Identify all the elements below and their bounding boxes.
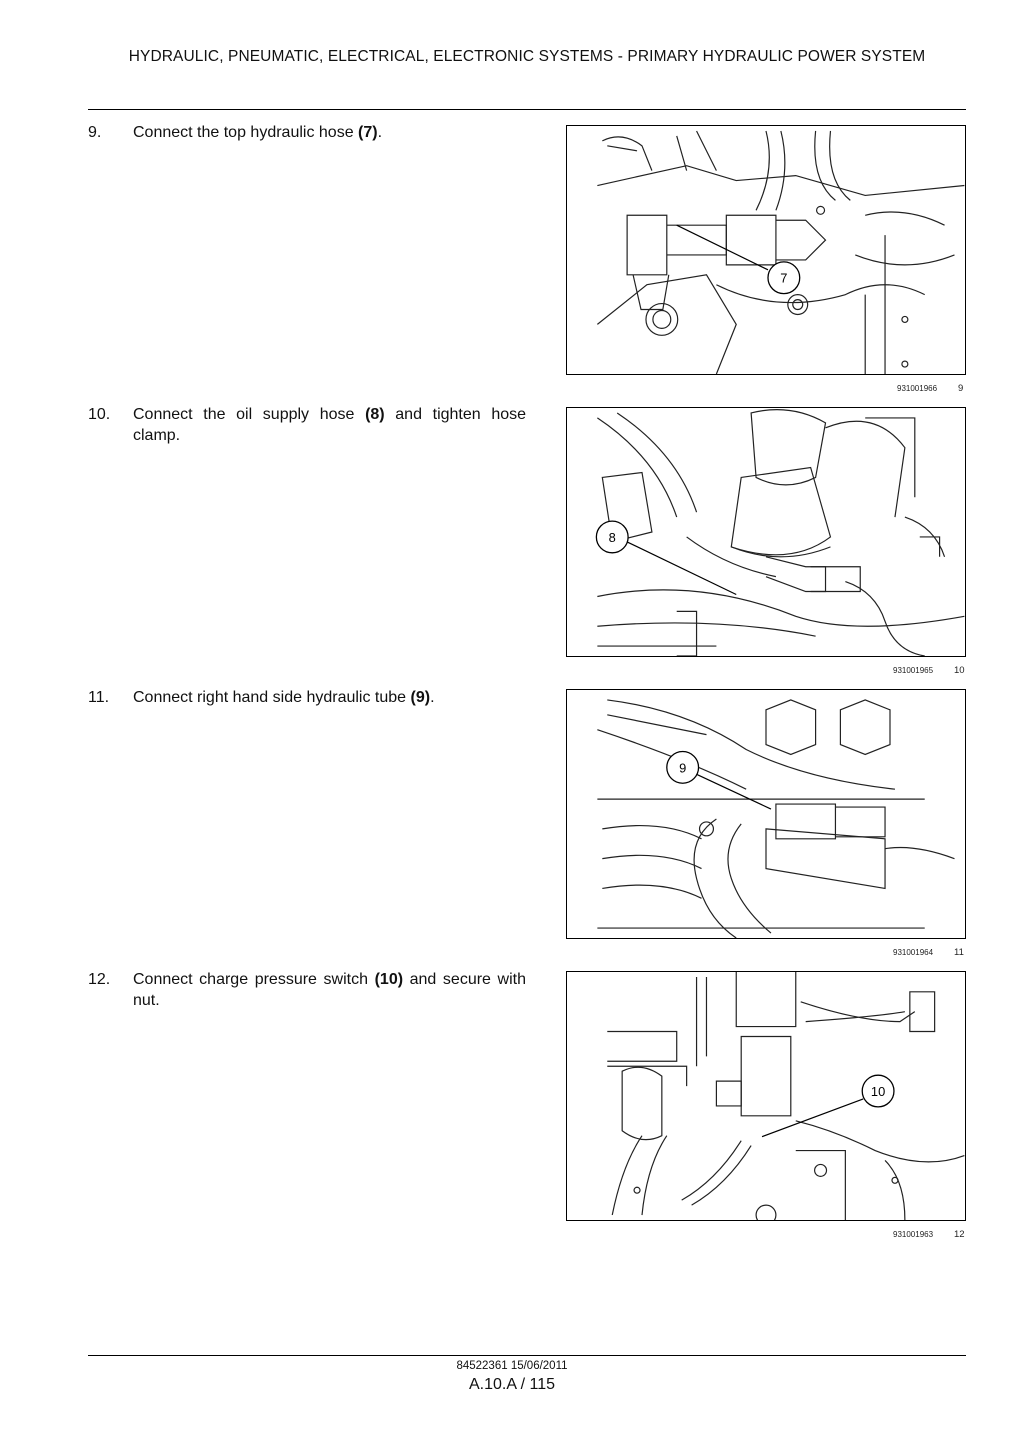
part-reference: (9) bbox=[410, 689, 431, 706]
figure-9-illustration: 7 bbox=[566, 125, 966, 375]
figure-number: 9 bbox=[958, 383, 964, 394]
step-instruction: Connect charge pressure switch (10) and … bbox=[133, 971, 526, 1009]
step-number: 9. bbox=[88, 124, 102, 141]
part-reference: (8) bbox=[365, 406, 385, 423]
figure-id: 931001964 bbox=[893, 948, 934, 957]
page-header-title: HYDRAULIC, PNEUMATIC, ELECTRICAL, ELECTR… bbox=[128, 48, 926, 65]
figure-id: 931001966 bbox=[897, 384, 938, 393]
step-number: 11. bbox=[88, 689, 110, 706]
header-divider bbox=[88, 109, 966, 110]
figure-id: 931001963 bbox=[893, 1230, 934, 1239]
footer-divider bbox=[88, 1355, 966, 1356]
figure-id: 931001965 bbox=[893, 666, 934, 675]
footer-page-number: A.10.A / 115 bbox=[469, 1376, 555, 1393]
callout-8: 8 bbox=[609, 530, 616, 545]
step-number: 12. bbox=[88, 971, 111, 988]
step-number: 10. bbox=[88, 406, 111, 423]
figure-10-illustration: 8 bbox=[566, 407, 966, 657]
part-reference: (10) bbox=[374, 971, 404, 988]
callout-9: 9 bbox=[679, 760, 686, 775]
figure-number: 10 bbox=[954, 665, 965, 676]
callout-7: 7 bbox=[780, 271, 787, 286]
step-instruction: Connect right hand side hydraulic tube (… bbox=[133, 689, 435, 706]
figure-number: 11 bbox=[954, 947, 964, 958]
callout-10: 10 bbox=[871, 1084, 885, 1099]
footer-document-number: 84522361 15/06/2011 bbox=[456, 1360, 568, 1372]
step-instruction: Connect the top hydraulic hose (7). bbox=[133, 124, 383, 141]
figure-number: 12 bbox=[954, 1229, 965, 1240]
figure-11-illustration: 9 bbox=[566, 689, 966, 939]
part-reference: (7) bbox=[358, 124, 378, 141]
step-instruction: Connect the oil supply hose (8) and tigh… bbox=[133, 406, 527, 444]
figure-12-illustration: 10 bbox=[566, 971, 966, 1221]
